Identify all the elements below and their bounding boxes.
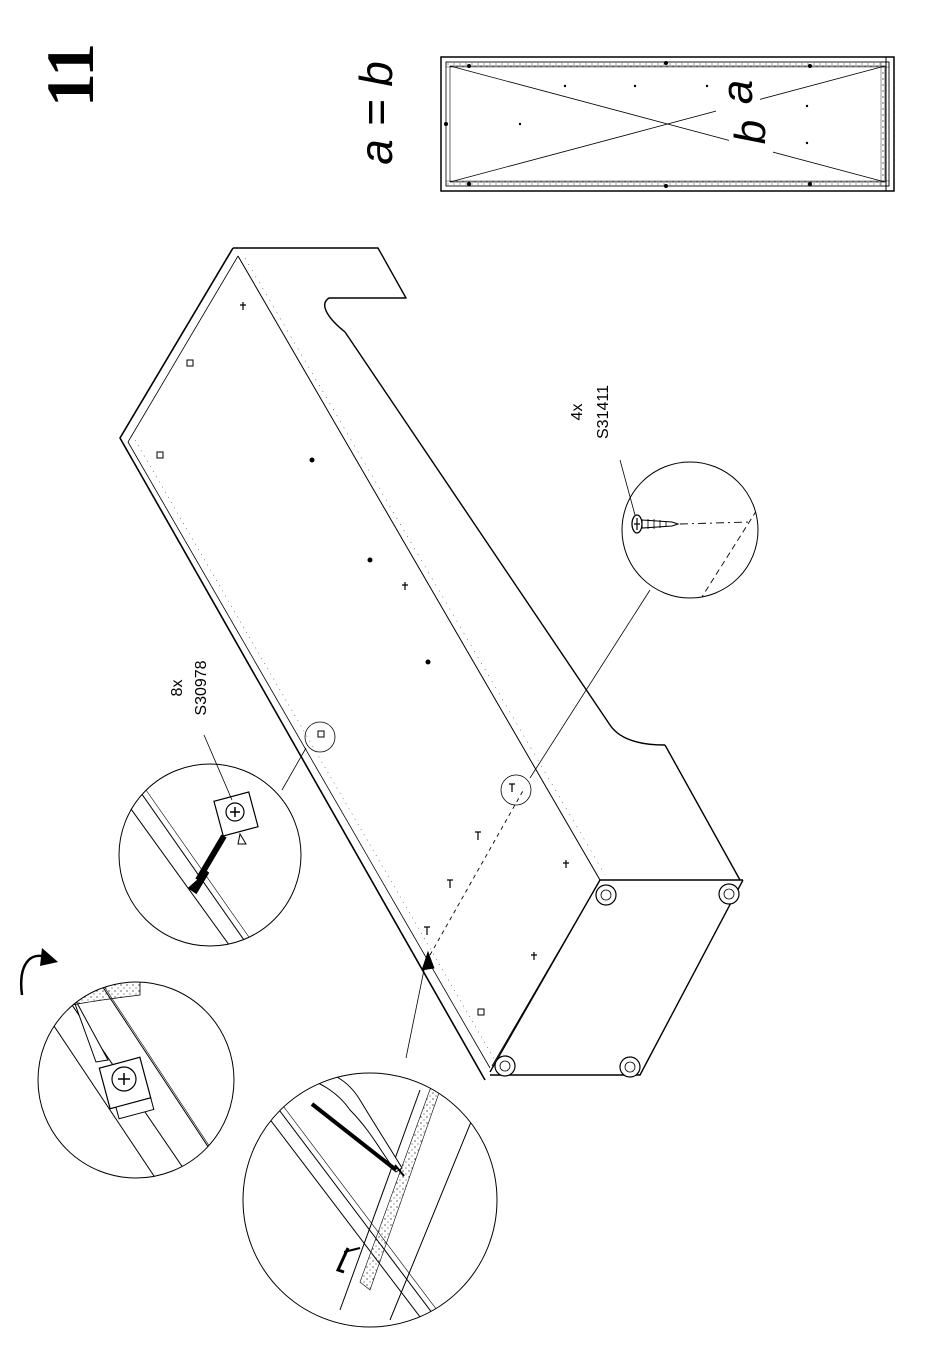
detail-cam-insert [110, 764, 301, 960]
svg-text:S30978: S30978 [193, 660, 210, 715]
svg-text:b: b [726, 120, 775, 144]
cam-label-leader [204, 735, 232, 800]
detail-mark-line [240, 1068, 497, 1330]
detail-screw [620, 460, 760, 600]
screw-part-label: S31411 [595, 385, 612, 439]
svg-text:8x: 8x [169, 680, 186, 697]
cam-qty-label: 8x [169, 680, 186, 697]
svg-text:4x: 4x [569, 404, 586, 421]
svg-text:a: a [713, 80, 762, 104]
diagonal-label-a: a [713, 70, 762, 114]
screw-qty-label: 4x [569, 404, 586, 421]
svg-text:11: 11 [32, 43, 108, 107]
foot-pads [495, 884, 739, 1077]
foot-pad [620, 1057, 640, 1077]
cam-part-label: S30978 [193, 660, 210, 715]
detail-screwdriver-cam [20, 948, 235, 1200]
foot-pad [596, 885, 616, 905]
foot-pad [495, 1056, 515, 1076]
top-view-frame [441, 57, 894, 191]
cam-locks [157, 302, 569, 1015]
screw-detail-marker [501, 775, 531, 805]
step-number: 11 [32, 43, 108, 107]
cabinet-body [120, 248, 743, 1080]
screw-marks [424, 784, 524, 955]
diagonal-label-b: b [726, 110, 775, 154]
leader-lines [282, 590, 650, 1058]
svg-text:a = b: a = b [350, 61, 402, 165]
svg-text:S31411: S31411 [595, 385, 612, 439]
square-formula: a = b [350, 61, 402, 165]
foot-pad [719, 884, 739, 904]
